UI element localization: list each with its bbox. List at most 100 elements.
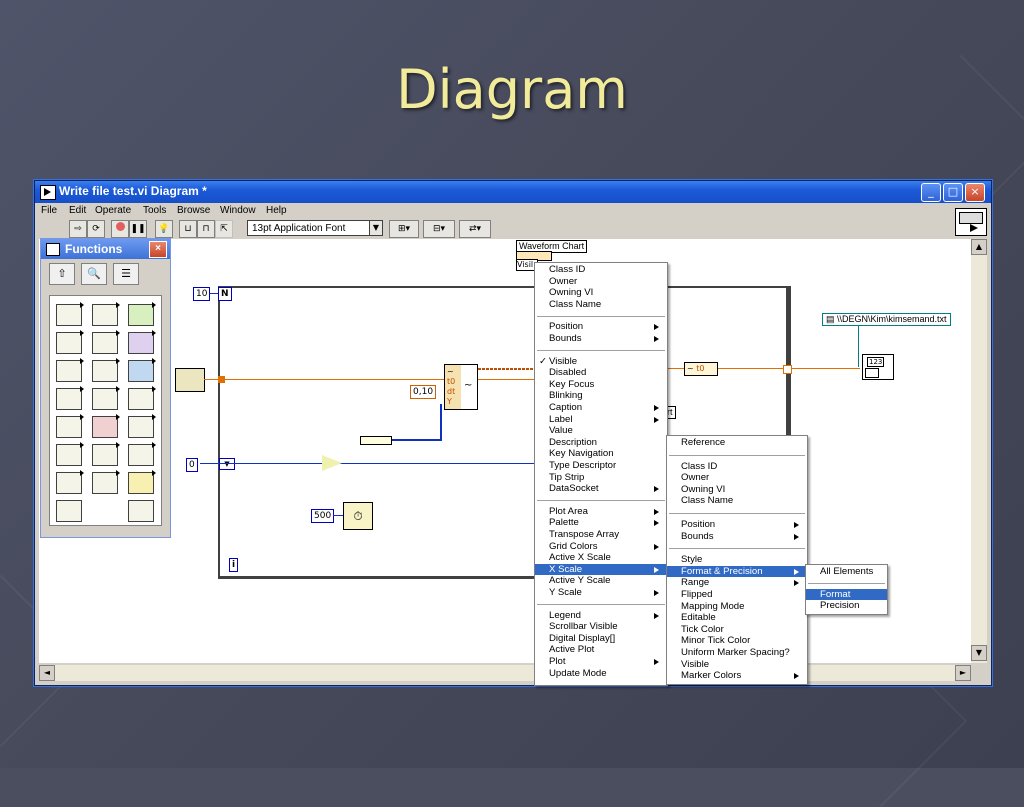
menu-item[interactable]: Digital Display[]	[535, 633, 667, 645]
numeric-wire[interactable]	[200, 463, 534, 464]
menu-item[interactable]: Bounds	[535, 333, 667, 345]
menu-item[interactable]: Value	[535, 425, 667, 437]
highlight-execution-icon[interactable]: 💡	[155, 220, 173, 238]
menu-tools[interactable]: Tools	[143, 205, 167, 216]
menu-item[interactable]: Palette	[535, 517, 667, 529]
scroll-down-icon[interactable]: ▼	[971, 645, 987, 661]
menu-item[interactable]: Description	[535, 437, 667, 449]
instrument-io-icon[interactable]	[52, 414, 84, 438]
menu-edit[interactable]: Edit	[69, 205, 87, 216]
menu-item[interactable]: Class Name	[535, 299, 667, 311]
numeric-icon[interactable]	[88, 302, 120, 326]
menu-item[interactable]: Key Navigation	[535, 448, 667, 460]
menu-item[interactable]: Uniform Marker Spacing?	[667, 647, 807, 659]
menu-item[interactable]: Y Scale	[535, 587, 667, 599]
count-terminal[interactable]: N	[218, 287, 232, 301]
loop-count-constant[interactable]: 10	[193, 287, 211, 301]
menu-item[interactable]: Disabled	[535, 367, 667, 379]
menu-item[interactable]: Plot	[535, 656, 667, 668]
palette-titlebar[interactable]: Functions ×	[41, 239, 170, 259]
menu-item[interactable]: Label	[535, 414, 667, 426]
waveform-wire[interactable]	[478, 368, 534, 370]
count-wire[interactable]	[210, 293, 218, 294]
search-icon[interactable]: 🔍	[81, 263, 107, 285]
path-wire[interactable]	[858, 325, 859, 367]
user-libraries-icon[interactable]	[124, 498, 156, 522]
menu-item[interactable]: Grid Colors	[535, 541, 667, 553]
minimize-button[interactable]: _	[921, 183, 941, 202]
analyze-icon[interactable]	[124, 386, 156, 410]
cluster-icon[interactable]	[124, 330, 156, 354]
menu-item[interactable]: Owner	[535, 276, 667, 288]
menu-item[interactable]: Update Mode	[535, 668, 667, 680]
comparison-icon[interactable]	[52, 358, 84, 382]
refnum-wire[interactable]	[204, 379, 534, 380]
menu-file[interactable]: File	[41, 205, 58, 216]
scroll-right-icon[interactable]: ►	[955, 665, 971, 681]
array-constant[interactable]: 0,10	[410, 385, 437, 399]
menu-item[interactable]: Position	[667, 519, 807, 531]
menu-item[interactable]: Style	[667, 554, 807, 566]
run-arrow-icon[interactable]: ⇨	[69, 220, 87, 238]
horizontal-scrollbar[interactable]: ◄ ►	[39, 665, 971, 681]
graphics-sound-icon[interactable]	[124, 442, 156, 466]
menu-item[interactable]: Mapping Mode	[667, 601, 807, 613]
up-arrow-icon[interactable]: ⇧	[49, 263, 75, 285]
abort-icon[interactable]	[111, 220, 129, 238]
font-selector[interactable]: 13pt Application Font	[247, 220, 383, 236]
advanced-icon[interactable]	[124, 470, 156, 494]
menu-item[interactable]: Class ID	[535, 264, 667, 276]
menu-item[interactable]: Owner	[667, 472, 807, 484]
menu-item[interactable]: Marker Colors	[667, 670, 807, 682]
step-into-icon[interactable]: ⊔	[179, 220, 197, 238]
menu-item[interactable]: X Scale	[535, 563, 667, 576]
menu-help[interactable]: Help	[266, 205, 287, 216]
menu-item[interactable]: Owning VI	[667, 484, 807, 496]
file-io-icon[interactable]	[124, 358, 156, 382]
menu-item[interactable]: Type Descriptor	[535, 460, 667, 472]
menu-item[interactable]: Key Focus	[535, 379, 667, 391]
menu-item[interactable]: Active Plot	[535, 644, 667, 656]
menu-item[interactable]: Editable	[667, 612, 807, 624]
menu-item[interactable]: Active X Scale	[535, 552, 667, 564]
communication-icon[interactable]	[52, 442, 84, 466]
menu-item[interactable]: Visible	[667, 659, 807, 671]
menu-item[interactable]: Position	[535, 321, 667, 333]
menu-item[interactable]: Minor Tick Color	[667, 635, 807, 647]
time-dialog-icon[interactable]	[88, 358, 120, 382]
options-icon[interactable]: ☰	[113, 263, 139, 285]
menu-item[interactable]: ✓Visible	[535, 356, 667, 368]
window-titlebar[interactable]: Write file test.vi Diagram * _ □ ×	[35, 181, 991, 203]
chevron-down-icon[interactable]: ▼	[369, 220, 383, 236]
waveform-icon[interactable]	[88, 386, 120, 410]
output-wire[interactable]	[666, 368, 860, 369]
data-acquisition-icon[interactable]	[52, 386, 84, 410]
bundle-wire-h[interactable]	[392, 439, 442, 441]
menu-item[interactable]: Owning VI	[535, 287, 667, 299]
menu-item[interactable]: Class ID	[667, 461, 807, 473]
bundle-icon[interactable]	[360, 436, 392, 445]
menu-item[interactable]: Precision	[806, 600, 887, 612]
structures-icon[interactable]	[52, 302, 84, 326]
step-out-icon[interactable]: ⇱	[215, 220, 233, 238]
menu-item[interactable]: Flipped	[667, 589, 807, 601]
menu-item[interactable]: Tip Strip	[535, 472, 667, 484]
menu-item[interactable]: Class Name	[667, 495, 807, 507]
menu-item[interactable]: Tick Color	[667, 624, 807, 636]
refnum-icon[interactable]	[175, 368, 205, 392]
menu-item[interactable]: Active Y Scale	[535, 575, 667, 587]
step-over-icon[interactable]: ⊓	[197, 220, 215, 238]
tutorial-icon[interactable]	[52, 470, 84, 494]
maximize-button[interactable]: □	[943, 183, 963, 202]
menu-item[interactable]: Format	[806, 588, 887, 601]
build-waveform-node[interactable]: ~ t0 dt Y ~	[444, 364, 478, 410]
menu-item[interactable]: Format & Precision	[667, 565, 807, 578]
select-vi-icon[interactable]	[52, 498, 84, 522]
scroll-up-icon[interactable]: ▲	[971, 239, 987, 255]
vi-icon[interactable]	[955, 208, 987, 236]
wait-constant[interactable]: 500	[311, 509, 335, 523]
menu-item[interactable]: Legend	[535, 610, 667, 622]
mathematics-icon[interactable]	[124, 414, 156, 438]
menu-item[interactable]: Caption	[535, 402, 667, 414]
pause-icon[interactable]: ❚❚	[129, 220, 147, 238]
